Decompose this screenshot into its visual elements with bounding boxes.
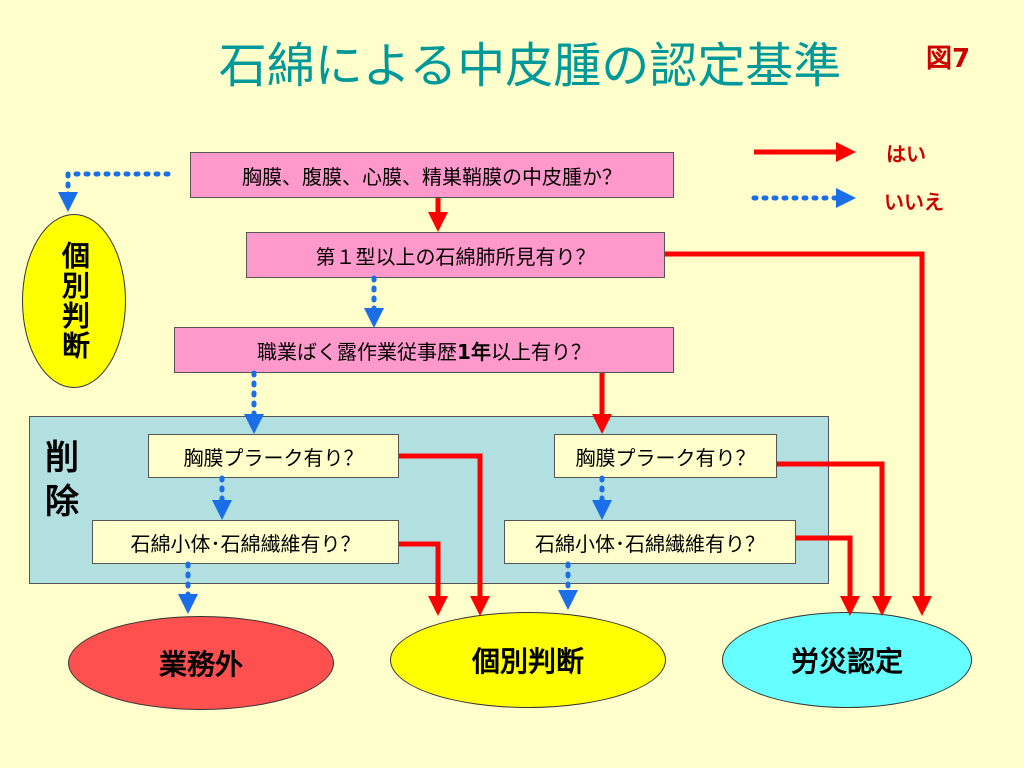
exposure-history-text-pre: 職業ばく露作業従事歴 xyxy=(257,339,458,364)
outcome-work-injury-approved: 労災認定 xyxy=(722,612,972,708)
outcome-individual-judgment-left-label: 個別判断 xyxy=(58,241,91,361)
legend-yes-label: はい xyxy=(886,142,926,166)
legend-no-label: いいえ xyxy=(884,190,944,214)
arrow-right-plaque-yes xyxy=(777,461,892,616)
exposure-history-duration: 1年 xyxy=(457,339,491,364)
outcome-not-work-related: 業務外 xyxy=(68,616,334,710)
question-mesothelioma-site: 胸膜、腹膜、心膜、精巣鞘膜の中皮腫か？ xyxy=(190,152,674,198)
figure-number: 図7 xyxy=(926,44,971,74)
arrow-right-bodies-yes xyxy=(796,535,860,616)
question-asbestos-bodies-right: 石綿小体･石綿繊維有り？ xyxy=(504,520,796,564)
question-pleural-plaque-right: 胸膜プラーク有り？ xyxy=(554,434,777,478)
outcome-individual-judgment: 個別判断 xyxy=(390,612,666,708)
question-pleural-plaque-left: 胸膜プラーク有り？ xyxy=(148,434,399,478)
question-asbestos-bodies-left: 石綿小体･石綿繊維有り？ xyxy=(92,520,399,564)
arrow-left-plaque-yes xyxy=(399,453,490,616)
outcome-individual-judgment-left: 個別判断 xyxy=(22,214,126,388)
arrow-q2-yes xyxy=(665,251,932,616)
arrow-q1-no xyxy=(58,171,171,212)
question-asbestosis-findings: 第１型以上の石綿肺所見有り？ xyxy=(246,232,665,278)
exposure-history-text-post: 以上有り？ xyxy=(490,339,591,364)
deleted-region-label: 削除 xyxy=(45,438,79,522)
arrow-left-bodies-yes xyxy=(399,541,448,616)
page-title: 石綿による中皮腫の認定基準 xyxy=(218,38,842,94)
